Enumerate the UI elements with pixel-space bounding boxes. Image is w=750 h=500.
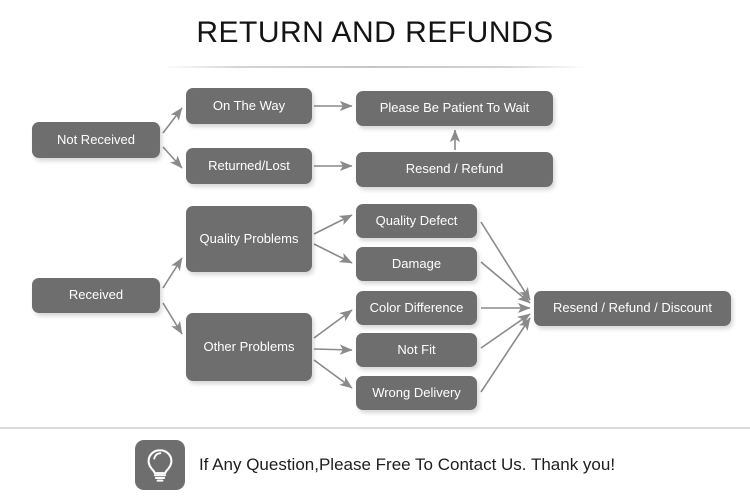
title-divider	[163, 66, 587, 68]
node-other-problems[interactable]: Other Problems	[186, 313, 312, 381]
edge-received-to-other-problems	[162, 302, 183, 335]
flowchart: Not Received On The Way Returned/Lost Pl…	[32, 88, 731, 410]
edge-other-problems-to-not-fit	[313, 344, 353, 355]
edge-not-received-to-on-the-way	[162, 107, 183, 134]
node-on-the-way[interactable]: On The Way	[186, 88, 312, 124]
node-wrong-delivery[interactable]: Wrong Delivery	[356, 376, 477, 410]
edge-other-problems-to-color-difference	[313, 309, 353, 339]
edge-wrong-delivery-to-output	[480, 317, 531, 393]
node-not-received[interactable]: Not Received	[32, 122, 160, 158]
edge-not-fit-to-output	[480, 313, 531, 349]
edge-quality-problems-to-damage	[313, 243, 353, 264]
node-returned-lost[interactable]: Returned/Lost	[186, 148, 312, 184]
node-resend-refund-discount[interactable]: Resend / Refund / Discount	[534, 291, 731, 326]
node-received[interactable]: Received	[32, 278, 160, 313]
edge-quality-defect-to-output	[480, 221, 531, 301]
footer-contact-text: If Any Question,Please Free To Contact U…	[198, 454, 616, 474]
flowchart-arrow-layer	[162, 100, 531, 393]
node-please-be-patient-to-wait[interactable]: Please Be Patient To Wait	[356, 91, 553, 126]
page-title: RETURN AND REFUNDS	[196, 16, 554, 49]
node-quality-defect[interactable]: Quality Defect	[356, 204, 477, 238]
lightbulb-icon	[134, 439, 185, 490]
node-color-difference[interactable]: Color Difference	[356, 291, 477, 325]
edge-not-received-to-returned-lost	[162, 146, 183, 169]
footer-divider	[0, 427, 750, 429]
edge-received-to-quality-problems	[162, 257, 183, 289]
node-quality-problems[interactable]: Quality Problems	[186, 206, 312, 272]
edge-quality-problems-to-quality-defect	[313, 214, 353, 235]
node-not-fit[interactable]: Not Fit	[356, 333, 477, 367]
footer: If Any Question,Please Free To Contact U…	[0, 429, 750, 500]
node-damage[interactable]: Damage	[356, 247, 477, 281]
edge-other-problems-to-wrong-delivery	[313, 359, 353, 389]
node-resend-refund[interactable]: Resend / Refund	[356, 152, 553, 187]
edge-damage-to-output	[480, 261, 531, 304]
